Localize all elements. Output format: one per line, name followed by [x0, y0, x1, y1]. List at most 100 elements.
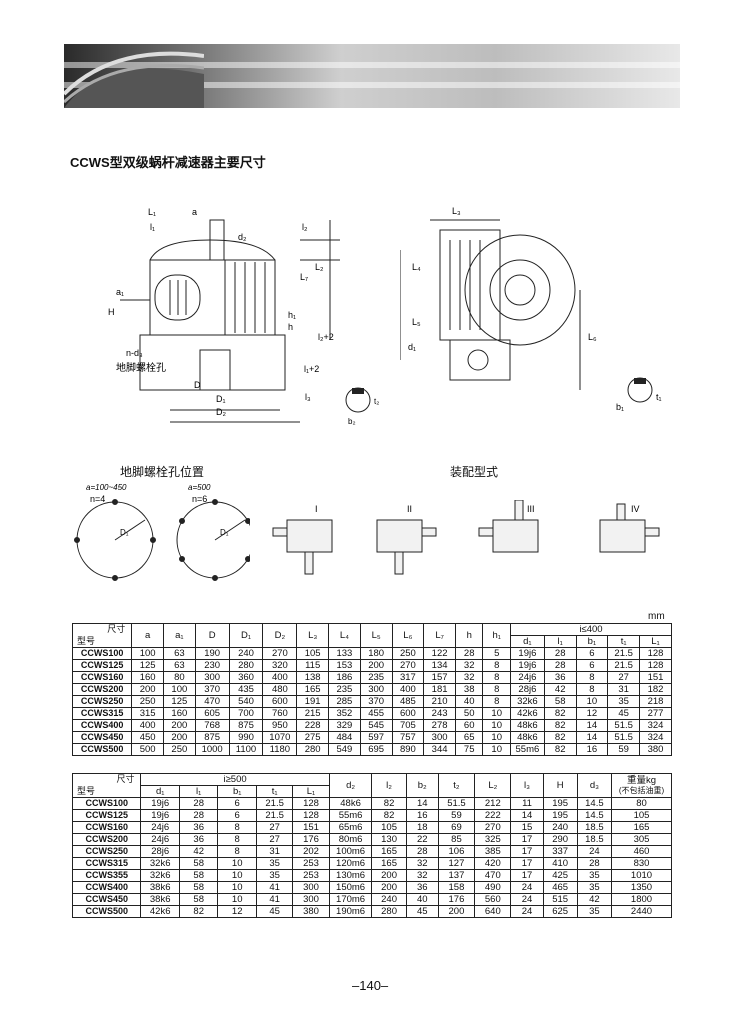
table-cell: 27	[255, 833, 294, 846]
table-cell: 28j6	[509, 683, 545, 696]
table-cell: 24	[510, 905, 544, 918]
column-header: L₃	[296, 623, 330, 648]
bolt-b-range: a=500	[188, 483, 211, 492]
table-cell: 165	[371, 845, 407, 858]
column-header: d₃	[576, 773, 613, 798]
table-cell: 705	[391, 719, 425, 732]
table-cell: 160	[131, 671, 164, 684]
table-cell: 5	[482, 647, 511, 660]
sub-header: L₁	[292, 785, 330, 798]
table-cell: 21.5	[607, 659, 641, 672]
table-cell: 82	[543, 731, 577, 744]
table-cell: 14.5	[576, 797, 613, 810]
dim-label: H	[108, 307, 115, 317]
table-cell: 28j6	[140, 845, 180, 858]
table-cell: 35	[607, 695, 641, 708]
model-cell: CCWS355	[71, 869, 142, 882]
table-cell: 228	[296, 719, 330, 732]
table-corner-header: 尺寸 型号	[71, 623, 133, 648]
table-cell: 138	[296, 671, 330, 684]
table-cell: 300	[292, 893, 330, 906]
table-cell: 700	[228, 707, 264, 720]
banner-gear-image	[64, 51, 204, 108]
table-cell: 137	[437, 869, 476, 882]
group-header: i≥500	[140, 773, 330, 786]
table-cell: 35	[576, 881, 613, 894]
table-cell: 151	[292, 821, 330, 834]
table-cell: 165	[371, 857, 407, 870]
table-cell: 317	[391, 671, 425, 684]
banner-stripe	[64, 62, 680, 68]
table-cell: 190	[194, 647, 230, 660]
table-cell: 176	[292, 833, 330, 846]
table-cell: 10	[575, 695, 609, 708]
table-cell: 270	[474, 821, 512, 834]
table-cell: 38k6	[140, 893, 180, 906]
model-cell: CCWS315	[71, 707, 133, 720]
table-cell: 1350	[611, 881, 672, 894]
column-header: D₁	[228, 623, 264, 648]
column-header: h₁	[482, 623, 511, 648]
model-cell: CCWS100	[71, 797, 142, 810]
table-cell: 51.5	[607, 731, 641, 744]
sub-header: b₁	[217, 785, 257, 798]
table-cell: 215	[296, 707, 330, 720]
bolt-b-n: n=6	[192, 494, 207, 504]
dim-label: D₂	[216, 407, 226, 417]
table-cell: 32	[454, 671, 484, 684]
table-cell: 51.5	[607, 719, 641, 732]
table-cell: 280	[371, 905, 407, 918]
table-cell: 82	[543, 743, 577, 756]
table-cell: 69	[437, 821, 476, 834]
table-cell: 875	[194, 731, 230, 744]
banner-stripe	[64, 82, 680, 88]
table-cell: 182	[639, 683, 672, 696]
table-cell: 320	[262, 659, 298, 672]
table-cell: 200	[437, 905, 476, 918]
table-cell: 48k6	[509, 731, 545, 744]
table-cell: 460	[611, 845, 672, 858]
table-cell: 24j6	[509, 671, 545, 684]
table-cell: 305	[611, 833, 672, 846]
table-cell: 10	[217, 893, 257, 906]
dim-label: L₂	[315, 262, 324, 272]
column-header: L₄	[328, 623, 361, 648]
table-cell: 42	[576, 893, 613, 906]
dim-label: t₁	[656, 392, 662, 402]
table-cell: 10	[482, 719, 511, 732]
table-cell: 278	[423, 719, 456, 732]
table-cell: 18	[405, 821, 439, 834]
table-cell: 212	[474, 797, 512, 810]
column-header: H	[542, 773, 578, 798]
bolt-hole-caption: 地脚螺栓孔位置	[120, 465, 205, 479]
table-cell: 8	[482, 683, 511, 696]
table-cell: 15	[510, 821, 544, 834]
table-cell: 200	[359, 659, 393, 672]
table-cell: 8	[482, 659, 511, 672]
table-cell: 6	[217, 797, 257, 810]
table-cell: 35	[255, 857, 294, 870]
table-cell: 250	[162, 743, 196, 756]
table-cell: 65m6	[328, 821, 373, 834]
table-cell: 235	[328, 683, 361, 696]
table-cell: 435	[228, 683, 264, 696]
header-banner	[64, 44, 680, 108]
table-cell: 210	[423, 695, 456, 708]
table-cell: 768	[194, 719, 230, 732]
table-cell: 153	[328, 659, 361, 672]
table-cell: 51.5	[437, 797, 476, 810]
sub-header: t₁	[607, 635, 641, 648]
table-cell: 24	[510, 893, 544, 906]
table-cell: 27	[607, 671, 641, 684]
table-cell: 120m6	[328, 857, 373, 870]
table-cell: 19j6	[509, 659, 545, 672]
table-cell: 40	[405, 893, 439, 906]
